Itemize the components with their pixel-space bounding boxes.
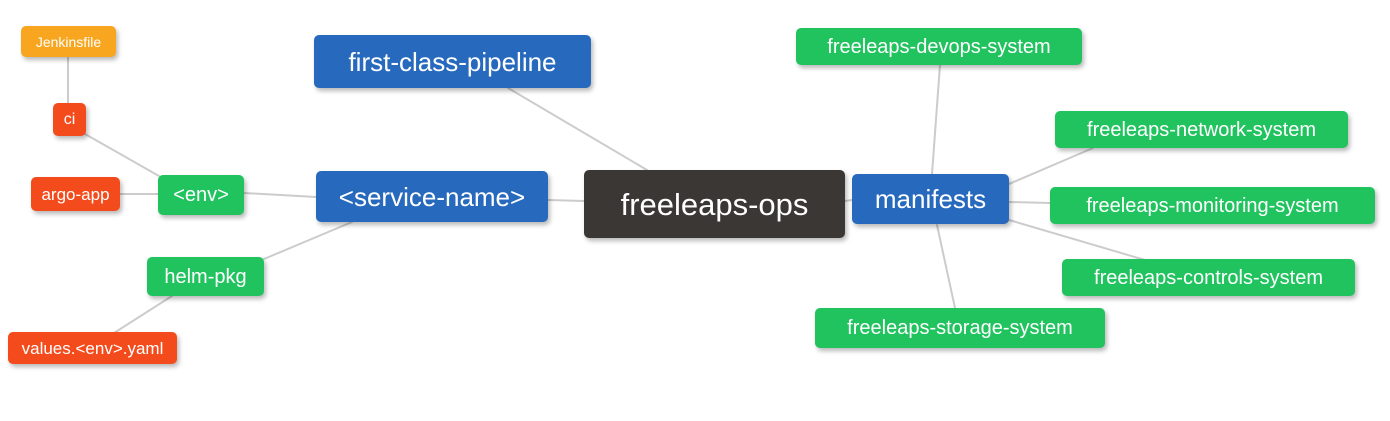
mindmap-node-helm-pkg[interactable]: helm-pkg [147, 257, 264, 296]
edge-service-name-to-freeleaps-ops [547, 199, 585, 202]
mindmap-node-argo-app[interactable]: argo-app [31, 177, 120, 211]
edge-manifests-to-freeleaps-monitoring-system [1008, 201, 1051, 204]
edge-freeleaps-ops-to-manifests [844, 199, 853, 202]
mindmap-node-manifests[interactable]: manifests [852, 174, 1009, 224]
edge-manifests-to-freeleaps-devops-system [931, 64, 941, 175]
mindmap-node-values-env-yaml[interactable]: values.<env>.yaml [8, 332, 177, 364]
edge-first-class-pipeline-to-freeleaps-ops [507, 87, 648, 171]
mindmap-node-jenkinsfile[interactable]: Jenkinsfile [21, 26, 116, 57]
edge-helm-pkg-to-service-name [263, 221, 353, 260]
mindmap-node-ci[interactable]: ci [53, 103, 86, 136]
edge-env-to-service-name [243, 192, 317, 198]
mindmap-node-first-class-pipeline[interactable]: first-class-pipeline [314, 35, 591, 88]
mindmap-node-freeleaps-storage-system[interactable]: freeleaps-storage-system [815, 308, 1105, 348]
mindmap-node-freeleaps-controls-system[interactable]: freeleaps-controls-system [1062, 259, 1355, 296]
edge-manifests-to-freeleaps-controls-system [1008, 219, 1146, 261]
edge-values-env-yaml-to-helm-pkg [113, 295, 173, 334]
edge-manifests-to-freeleaps-storage-system [936, 224, 956, 309]
mindmap-node-freeleaps-ops[interactable]: freeleaps-ops [584, 170, 845, 238]
mindmap-node-freeleaps-network-system[interactable]: freeleaps-network-system [1055, 111, 1348, 148]
mindmap-node-freeleaps-monitoring-system[interactable]: freeleaps-monitoring-system [1050, 187, 1375, 224]
mindmap-node-env[interactable]: <env> [158, 175, 244, 215]
edge-ci-to-env [84, 133, 160, 177]
mindmap-node-freeleaps-devops-system[interactable]: freeleaps-devops-system [796, 28, 1082, 65]
mindmap-node-service-name[interactable]: <service-name> [316, 171, 548, 222]
edge-manifests-to-freeleaps-network-system [1008, 147, 1094, 185]
